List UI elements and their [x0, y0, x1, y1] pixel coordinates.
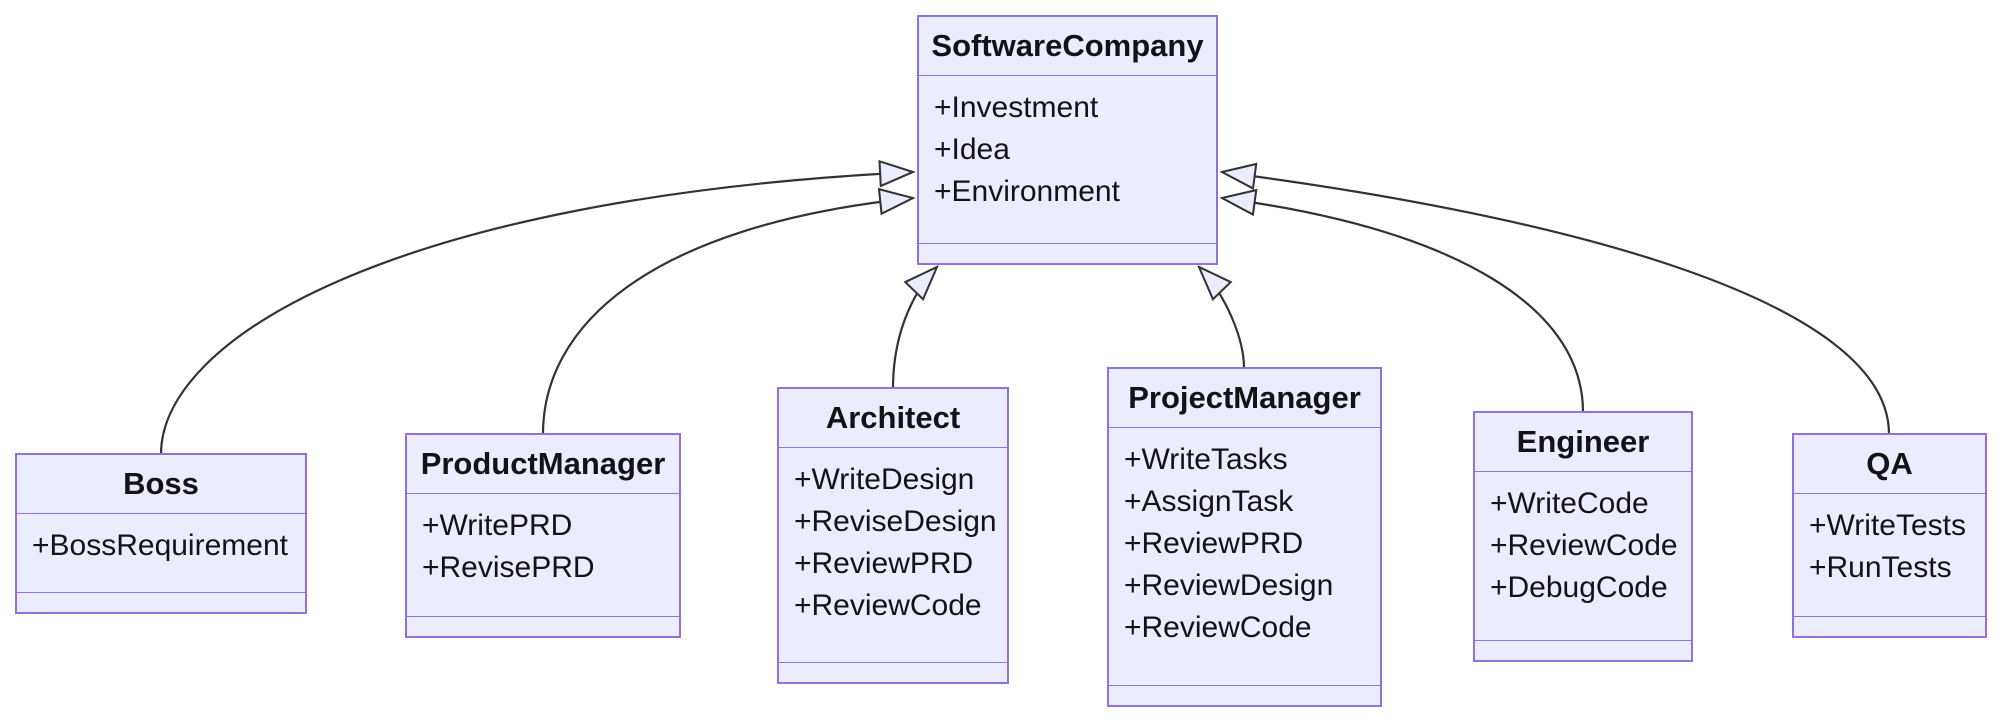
member-line: +RunTests — [1809, 551, 1952, 584]
class-footer — [17, 593, 305, 612]
member-line: +ReviewPRD — [794, 547, 974, 580]
member-line: +RevisePRD — [422, 551, 595, 584]
class-footer — [919, 244, 1216, 263]
member-line: +ReviewCode — [794, 589, 982, 622]
edge-architect-to-softwarecompany — [891, 267, 937, 389]
class-footer — [1475, 641, 1691, 660]
class-title: QA — [1794, 435, 1985, 494]
member-line: +ReviewPRD — [1124, 527, 1304, 560]
edge-qa-to-softwarecompany — [1222, 172, 1891, 435]
class-box-projectmanager: ProjectManager +WriteTasks +AssignTask +… — [1107, 367, 1382, 707]
class-footer — [779, 663, 1007, 682]
class-box-softwarecompany: SoftwareCompany +Investment +Idea +Envir… — [917, 15, 1218, 265]
member-line: +WriteTasks — [1124, 443, 1288, 476]
member-line: +ReviseDesign — [794, 505, 997, 538]
member-line: +ReviewDesign — [1124, 569, 1334, 602]
member-line: +Environment — [934, 175, 1120, 208]
edge-boss-to-softwarecompany — [159, 172, 913, 455]
class-members: +WriteCode +ReviewCode +DebugCode — [1475, 472, 1691, 641]
class-footer — [1109, 686, 1380, 705]
class-members: +BossRequirement — [17, 514, 305, 593]
member-line: +WritePRD — [422, 509, 573, 542]
member-line: +DebugCode — [1490, 571, 1668, 604]
class-title: Architect — [779, 389, 1007, 448]
class-members: +WriteTasks +AssignTask +ReviewPRD +Revi… — [1109, 428, 1380, 686]
edge-productmanager-to-softwarecompany — [541, 198, 913, 435]
class-title: ProductManager — [407, 435, 679, 494]
class-box-architect: Architect +WriteDesign +ReviseDesign +Re… — [777, 387, 1009, 684]
member-line: +AssignTask — [1124, 485, 1294, 518]
member-line: +Idea — [934, 133, 1010, 166]
class-members: +WriteTests +RunTests — [1794, 494, 1985, 617]
class-title: SoftwareCompany — [919, 17, 1216, 76]
member-line: +ReviewCode — [1124, 611, 1312, 644]
class-title: Boss — [17, 455, 305, 514]
class-box-productmanager: ProductManager +WritePRD +RevisePRD — [405, 433, 681, 638]
member-line: +WriteDesign — [794, 463, 975, 496]
edge-projectmanager-to-softwarecompany — [1199, 267, 1246, 369]
class-box-engineer: Engineer +WriteCode +ReviewCode +DebugCo… — [1473, 411, 1693, 662]
member-line: +ReviewCode — [1490, 529, 1678, 562]
class-members: +Investment +Idea +Environment — [919, 76, 1216, 244]
member-line: +WriteTests — [1809, 509, 1966, 542]
member-line: +BossRequirement — [32, 529, 288, 562]
edge-engineer-to-softwarecompany — [1222, 198, 1585, 413]
class-box-boss: Boss +BossRequirement — [15, 453, 307, 614]
class-title: Engineer — [1475, 413, 1691, 472]
class-members: +WritePRD +RevisePRD — [407, 494, 679, 617]
member-line: +Investment — [934, 91, 1099, 124]
class-box-qa: QA +WriteTests +RunTests — [1792, 433, 1987, 638]
class-footer — [407, 617, 679, 636]
class-members: +WriteDesign +ReviseDesign +ReviewPRD +R… — [779, 448, 1007, 663]
class-footer — [1794, 617, 1985, 636]
member-line: +WriteCode — [1490, 487, 1649, 520]
class-title: ProjectManager — [1109, 369, 1380, 428]
